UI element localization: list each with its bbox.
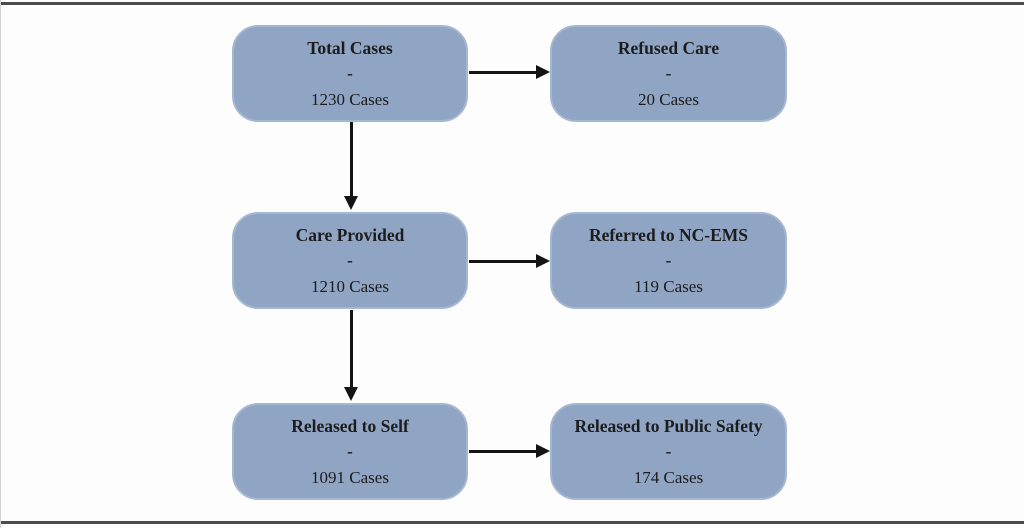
node-released-self: Released to Self - 1091 Cases [232, 403, 468, 500]
node-separator: - [665, 250, 672, 270]
node-value: 20 Cases [638, 89, 699, 109]
arrow-line [350, 122, 353, 198]
node-value: 119 Cases [634, 276, 703, 296]
node-separator: - [347, 63, 353, 83]
node-title: Total Cases [307, 37, 393, 58]
node-title: Refused Care [617, 37, 720, 58]
frame-top-bar [0, 2, 1024, 5]
node-separator: - [665, 441, 672, 461]
arrow-line [469, 450, 538, 453]
arrow-head-icon [536, 65, 550, 79]
node-care-provided: Care Provided - 1210 Cases [232, 212, 468, 309]
arrow-line [350, 310, 353, 387]
node-value: 1091 Cases [311, 467, 389, 487]
node-referred-nc-ems: Referred to NC-EMS - 119 Cases [550, 212, 787, 309]
arrow-head-icon [344, 387, 358, 401]
node-separator: - [665, 63, 672, 83]
arrow-head-icon [536, 254, 550, 268]
arrow-head-icon [536, 444, 550, 458]
node-separator: - [347, 250, 353, 270]
node-value: 174 Cases [633, 467, 704, 487]
arrow-line [469, 260, 538, 263]
node-separator: - [347, 441, 353, 461]
node-title: Released to Public Safety [574, 415, 763, 436]
node-total-cases: Total Cases - 1230 Cases [232, 25, 468, 122]
node-title: Released to Self [291, 415, 409, 436]
node-title: Referred to NC-EMS [588, 224, 749, 245]
frame-bottom-bar [0, 521, 1024, 524]
node-value: 1230 Cases [311, 89, 389, 109]
node-refused-care: Refused Care - 20 Cases [550, 25, 787, 122]
arrow-line [469, 71, 538, 74]
frame-left-edge [0, 0, 1, 528]
node-title: Care Provided [295, 224, 405, 245]
arrow-head-icon [344, 196, 358, 210]
node-value: 1210 Cases [311, 276, 389, 296]
node-released-public-safety: Released to Public Safety - 174 Cases [550, 403, 787, 500]
